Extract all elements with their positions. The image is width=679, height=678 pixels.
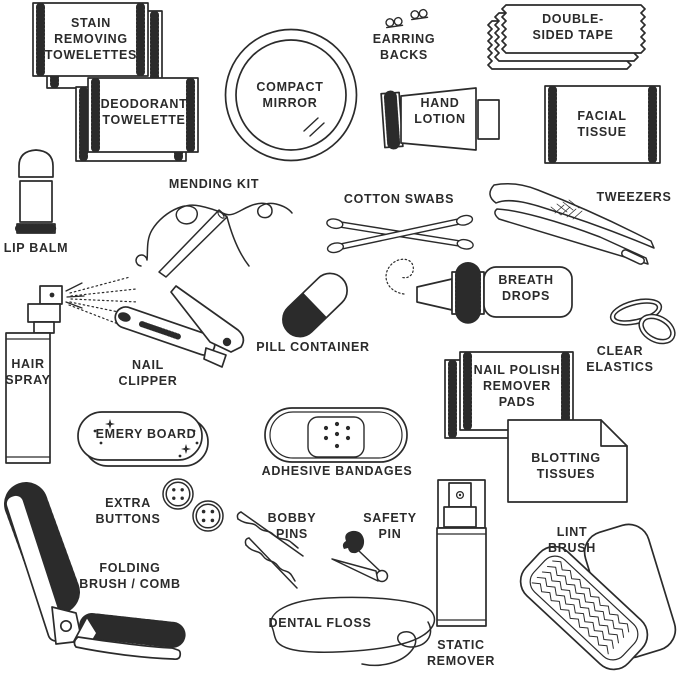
earring-backs-icon — [385, 8, 429, 29]
label-bobby-pins: BOBBY PINS — [267, 511, 317, 541]
lint-brush-icon — [519, 523, 677, 671]
nail-clipper-icon — [114, 285, 245, 368]
label-nail-clipper: NAIL CLIPPER — [118, 358, 178, 388]
label-lip-balm: LIP BALM — [3, 241, 69, 255]
lip-balm-icon — [15, 149, 57, 234]
dental-floss-icon — [270, 596, 436, 667]
stain-removing-towelettes-icon — [32, 2, 163, 89]
label-static-remover: STATIC REMOVER — [426, 638, 496, 668]
label-mending-kit: MENDING KIT — [168, 177, 260, 191]
label-compact-mirror: COMPACT MIRROR — [256, 80, 324, 110]
label-clear-elastics: CLEAR ELASTICS — [586, 344, 654, 374]
hand-lotion-icon — [380, 87, 500, 151]
label-facial-tissue: FACIAL TISSUE — [577, 109, 627, 139]
safety-pin-icon — [331, 530, 389, 583]
bobby-pins-icon — [236, 511, 304, 589]
pill-container-icon — [282, 272, 348, 338]
deodorant-towelette-icon — [75, 77, 199, 162]
breath-drops-icon — [385, 258, 573, 324]
facial-tissue-icon — [544, 85, 661, 164]
compact-mirror-icon — [224, 28, 358, 162]
label-earring-backs: EARRING BACKS — [372, 32, 436, 62]
tweezers-icon — [489, 183, 655, 265]
label-blotting-tissues: BLOTTING TISSUES — [531, 451, 601, 481]
label-double-sided-tape: DOUBLE- SIDED TAPE — [532, 12, 614, 42]
hair-spray-icon — [5, 276, 139, 464]
label-safety-pin: SAFETY PIN — [363, 511, 417, 541]
label-pill-container: PILL CONTAINER — [256, 340, 370, 354]
emery-board-icon — [77, 411, 209, 467]
label-breath-drops: BREATH DROPS — [498, 273, 554, 303]
clear-elastics-icon — [609, 249, 676, 345]
label-deodorant-towelette: DEODORANT TOWELETTE — [100, 97, 188, 127]
mending-kit-icon — [135, 202, 293, 278]
label-cotton-swabs: COTTON SWABS — [343, 192, 455, 206]
extra-buttons-icon — [162, 478, 224, 532]
label-folding-brush-comb: FOLDING BRUSH / COMB — [79, 561, 181, 591]
label-adhesive-bandages: ADHESIVE BANDAGES — [261, 464, 413, 478]
label-stain-removing-towelettes: STAIN REMOVING TOWELETTES — [44, 16, 138, 62]
label-dental-floss: DENTAL FLOSS — [268, 616, 372, 630]
label-hand-lotion: HAND LOTION — [414, 96, 466, 126]
label-lint-brush: LINT BRUSH — [548, 525, 596, 555]
label-extra-buttons: EXTRA BUTTONS — [95, 496, 161, 526]
folding-brush-comb-icon — [4, 482, 187, 661]
adhesive-bandages-icon — [264, 407, 408, 463]
label-nail-polish-remover-pads: NAIL POLISH REMOVER PADS — [473, 363, 561, 409]
cotton-swabs-icon — [326, 214, 474, 254]
static-remover-icon — [436, 479, 487, 627]
double-sided-tape-icon — [487, 4, 646, 70]
nail-polish-remover-pads-icon — [444, 351, 574, 439]
blotting-tissues-icon — [507, 419, 628, 503]
label-tweezers: TWEEZERS — [596, 190, 672, 204]
label-hair-spray: HAIR SPRAY — [5, 357, 51, 387]
label-emery-board: EMERY BOARD — [95, 427, 197, 441]
